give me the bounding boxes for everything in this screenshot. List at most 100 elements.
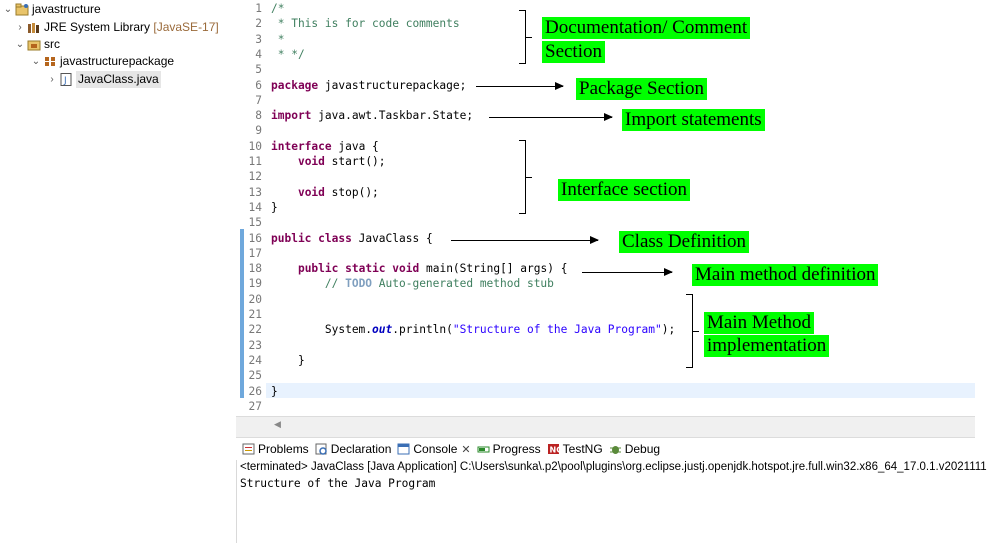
chevron-down-icon[interactable]: ⌄ — [31, 56, 41, 67]
tab-testng[interactable]: NG TestNG — [547, 442, 603, 456]
code-line[interactable]: } — [271, 353, 305, 367]
line-number: 19 — [248, 277, 262, 291]
code-line[interactable]: * This is for code comments — [271, 17, 460, 31]
line-number: 9 — [255, 124, 262, 138]
tab-problems[interactable]: Problems — [242, 442, 309, 456]
line-number: 3 — [255, 32, 262, 46]
close-icon[interactable]: ✕ — [461, 443, 471, 456]
line-number: 14 — [248, 200, 262, 214]
code-line[interactable]: } — [271, 200, 278, 214]
code-line[interactable]: public static void main(String[] args) { — [297, 262, 568, 276]
chevron-right-icon[interactable]: › — [18, 22, 22, 33]
code-line[interactable]: import java.awt.Taskbar.State; — [271, 109, 474, 123]
line-number: 5 — [255, 63, 262, 77]
declaration-icon — [315, 443, 328, 455]
svg-text:J: J — [63, 76, 67, 86]
line-number: 24 — [248, 353, 262, 367]
label-main-method-impl: Main Method — [704, 312, 814, 334]
label-main-method-impl-2: implementation — [704, 335, 830, 357]
code-line[interactable]: /* — [271, 2, 285, 15]
line-number: 2 — [255, 17, 262, 31]
src-label: src — [44, 37, 60, 51]
code-line[interactable]: } — [271, 384, 278, 398]
line-number: 16 — [248, 231, 262, 245]
svg-text:NG: NG — [549, 446, 562, 455]
console-icon — [397, 443, 410, 455]
tab-debug[interactable]: Debug — [609, 442, 660, 456]
arrow-class — [451, 236, 599, 244]
line-number: 20 — [248, 292, 262, 306]
arrow-package — [476, 82, 564, 90]
tree-item-project[interactable]: ⌄ javastructure — [2, 1, 101, 18]
java-file-icon: J — [59, 73, 73, 86]
package-label: javastructurepackage — [60, 54, 175, 68]
code-line[interactable]: * */ — [271, 47, 305, 61]
label-interface-section: Interface section — [558, 179, 691, 201]
scroll-left-icon[interactable]: ◀ — [274, 420, 281, 430]
package-explorer: ⌄ javastructure › JRE System Library [Ja… — [0, 0, 237, 543]
bug-icon — [609, 443, 622, 455]
problems-icon — [242, 443, 255, 455]
label-package-section: Package Section — [576, 78, 708, 100]
tree-item-file[interactable]: › J JavaClass.java — [46, 71, 161, 88]
code-line[interactable]: void stop(); — [297, 185, 379, 199]
line-number: 23 — [248, 338, 262, 352]
bracket-doc — [519, 10, 532, 64]
bracket-impl — [686, 294, 699, 368]
project-label: javastructure — [32, 2, 101, 16]
code-line[interactable]: * — [271, 32, 285, 46]
chevron-down-icon[interactable]: ⌄ — [3, 4, 13, 15]
change-ruler-bar — [240, 229, 244, 398]
current-line-highlight — [266, 383, 975, 398]
bracket-interface — [519, 140, 532, 214]
console-status: <terminated> JavaClass [Java Application… — [240, 461, 987, 473]
horizontal-scrollbar[interactable]: ◀ — [236, 416, 975, 437]
tab-console[interactable]: Console ✕ — [397, 442, 471, 456]
line-number: 13 — [248, 185, 262, 199]
line-number: 8 — [255, 109, 262, 123]
code-line[interactable]: void start(); — [297, 155, 386, 168]
line-number: 12 — [248, 170, 262, 184]
code-line[interactable]: // TODO Auto-generated method stub — [271, 277, 554, 291]
source-folder-icon — [27, 38, 41, 51]
line-number: 17 — [248, 246, 262, 260]
line-number: 10 — [248, 139, 262, 153]
tab-progress[interactable]: Progress — [477, 442, 541, 456]
line-number: 11 — [248, 155, 262, 168]
line-number: 15 — [248, 216, 262, 230]
chevron-right-icon[interactable]: › — [50, 74, 54, 85]
package-icon — [43, 55, 57, 68]
line-number: 22 — [248, 323, 262, 337]
code-line[interactable]: public class JavaClass { — [271, 231, 433, 245]
code-line[interactable]: System.out.println("Structure of the Jav… — [271, 323, 676, 337]
progress-icon — [477, 443, 490, 455]
chevron-down-icon[interactable]: ⌄ — [15, 39, 25, 50]
line-number: 18 — [248, 262, 262, 276]
line-number: 1 — [255, 2, 262, 15]
label-class-definition: Class Definition — [619, 231, 750, 253]
bottom-tabs: Problems Declaration Console ✕ Progress … — [236, 437, 975, 460]
line-number: 25 — [248, 369, 262, 383]
arrow-main — [582, 268, 673, 276]
tree-item-package[interactable]: ⌄ javastructurepackage — [30, 53, 174, 70]
line-number: 6 — [255, 78, 262, 92]
arrow-import — [489, 113, 613, 121]
line-number: 26 — [248, 384, 262, 398]
jre-label: JRE System Library — [44, 20, 151, 34]
code-line[interactable]: package javastructurepackage; — [271, 78, 467, 92]
tree-item-src[interactable]: ⌄ src — [14, 36, 60, 53]
label-doc-section: Documentation/ Comment — [542, 17, 751, 39]
jre-version: [JavaSE-17] — [153, 20, 219, 34]
file-label: JavaClass.java — [76, 71, 161, 88]
label-import-statements: Import statements — [622, 109, 765, 131]
tree-item-jre[interactable]: › JRE System Library [JavaSE-17] — [14, 19, 219, 36]
line-number: 21 — [248, 308, 262, 321]
tab-declaration[interactable]: Declaration — [315, 442, 391, 456]
console-output: Structure of the Java Program — [240, 477, 436, 490]
label-doc-section-2: Section — [542, 41, 605, 63]
line-number: 7 — [255, 93, 262, 107]
testng-icon: NG — [547, 443, 562, 455]
code-line[interactable]: interface java { — [271, 139, 379, 153]
label-main-method-definition: Main method definition — [692, 264, 879, 286]
